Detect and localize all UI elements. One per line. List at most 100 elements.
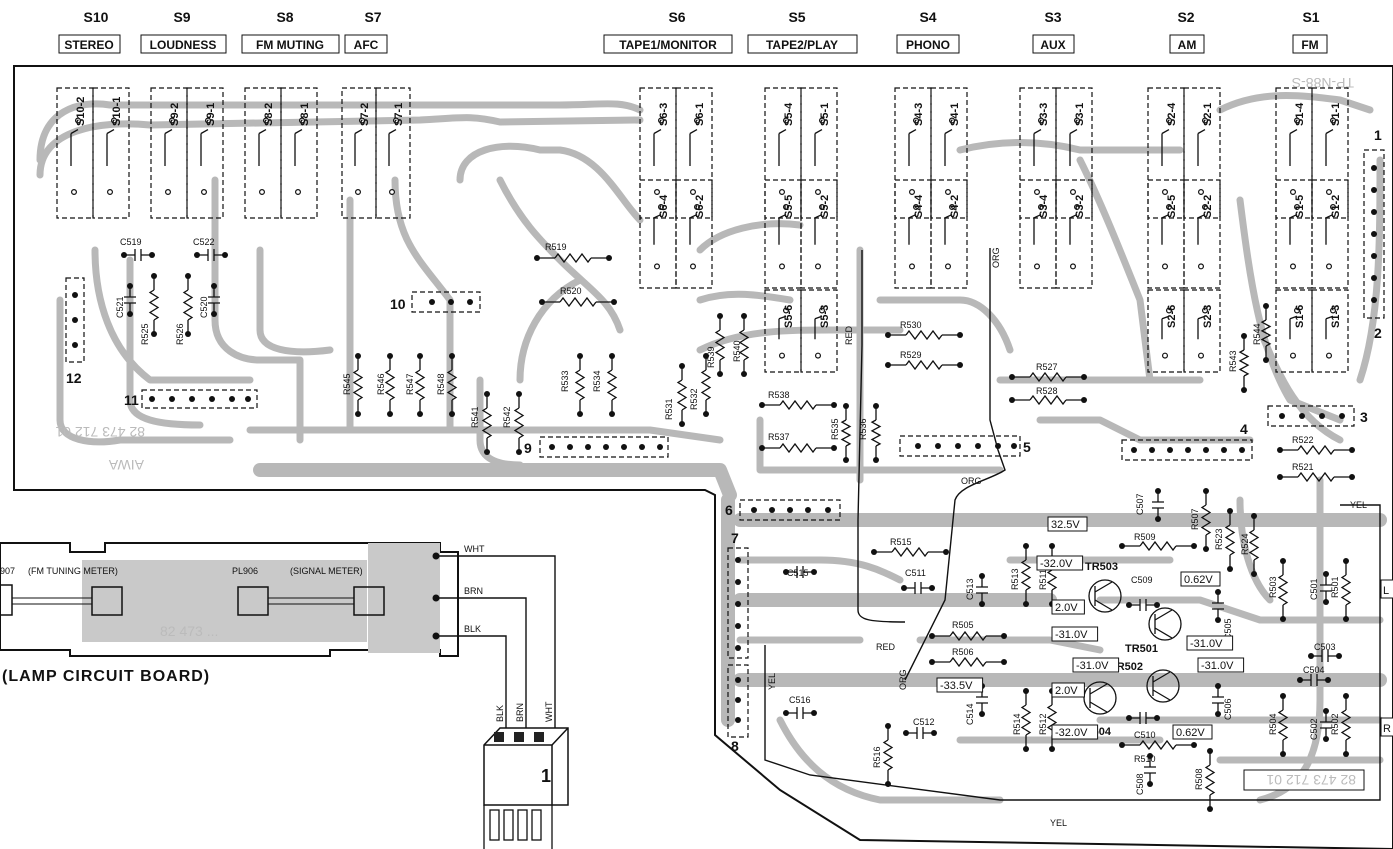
capacitor-labels: C519 C522 C521 C520 C507 C515 C511 C513 … <box>115 237 1336 795</box>
switch-contact-box <box>186 87 224 219</box>
switch-contact-label: S3-1 <box>1074 103 1086 126</box>
resistor-label: R505 <box>952 620 974 630</box>
resistor-label: R527 <box>1036 362 1058 372</box>
connector-5-label: 5 <box>1023 439 1031 455</box>
resistor-label: R529 <box>900 350 922 360</box>
switch-number: S5 <box>788 9 805 25</box>
switch-name: PHONO <box>906 38 950 52</box>
switch-name-box <box>344 34 388 54</box>
connector-11-box <box>141 389 258 409</box>
connector-1-label: 1 <box>1374 127 1382 143</box>
switch-name: AFC <box>354 38 379 52</box>
resistor-label: R503 <box>1268 576 1278 598</box>
lamp-board-caption: (LAMP CIRCUIT BOARD) <box>2 668 210 685</box>
switch-contact-label: S2-4 <box>1166 102 1178 126</box>
switch-contact-label: S1-4 <box>1294 102 1306 126</box>
switch-contact-label: S2-2 <box>1202 195 1214 218</box>
switch-name-box <box>896 34 960 54</box>
resistor-label: R543 <box>1228 350 1238 372</box>
board-stamp: 82 473 712 01 <box>1266 772 1356 788</box>
switch-contact-label: S6-4 <box>658 194 670 218</box>
transistor-label: TR503 <box>1085 561 1118 573</box>
lamp-pl906-label: PL906 <box>232 566 258 576</box>
resistor-label: R545 <box>342 373 352 395</box>
switch-contact-label: S5-6 <box>783 305 795 328</box>
voltage-tag-box <box>1051 599 1085 615</box>
resistor-label: R524 <box>1240 533 1250 555</box>
capacitor-label: C501 <box>1309 578 1319 600</box>
switch-contact-label: S4-4 <box>913 194 925 218</box>
resistor-label: R548 <box>436 373 446 395</box>
lamp-fm-tuning-label: (FM TUNING METER) <box>28 566 118 576</box>
capacitor-label: C511 <box>905 568 926 578</box>
switch-number: S3 <box>1044 9 1061 25</box>
connector-12-box <box>65 277 85 363</box>
plug-number: 1 <box>541 766 551 786</box>
resistor-label: R522 <box>1292 435 1314 445</box>
switch-contact-label: S1-3 <box>1330 305 1342 328</box>
voltage-tag-box <box>1186 635 1234 651</box>
switch-contact-label: S4-1 <box>949 103 961 126</box>
capacitor-label: C521 <box>115 296 125 318</box>
wire-label-org: ORG <box>898 669 908 690</box>
resistor-label: R502 <box>1330 713 1340 735</box>
wire-label-wht: WHT <box>464 544 485 554</box>
component-glyphs <box>121 249 1355 812</box>
switch-contact-box <box>375 87 411 219</box>
switch-name-box <box>1169 34 1205 54</box>
connector-10-box <box>411 291 481 313</box>
switch-header-s9: S9 LOUDNESS <box>140 9 227 54</box>
connector-9-box <box>539 436 669 458</box>
plug-wire-wht: WHT <box>544 701 554 722</box>
switch-number: S4 <box>919 9 936 25</box>
resistor-label: R533 <box>560 370 570 392</box>
resistor-label: R536 <box>858 418 868 440</box>
switch-contact-label: S9-1 <box>205 103 217 126</box>
switch-number: S2 <box>1177 9 1194 25</box>
resistor-label: R535 <box>830 418 840 440</box>
voltage-tag-box <box>1180 571 1221 587</box>
switch-contact-label: S8-2 <box>263 103 275 126</box>
switch-contact-label: S1-5 <box>1294 195 1306 218</box>
switch-header-s2: S2 AM <box>1169 9 1205 54</box>
connector-8-label: 8 <box>731 738 739 754</box>
lamp-circuit-board: 907 (FM TUNING METER) PL906 (SIGNAL METE… <box>0 542 459 685</box>
edge-label-r: R <box>1383 723 1391 735</box>
resistor-label: R506 <box>952 647 974 657</box>
voltage-tag: 0.62V <box>1176 727 1205 739</box>
switch-name-box <box>241 34 340 54</box>
resistor-label: R521 <box>1292 462 1314 472</box>
switch-name: FM <box>1301 38 1318 52</box>
switch-contact-label: S1-1 <box>1330 103 1342 126</box>
switch-contact-box <box>1311 87 1349 219</box>
switch-number: S7 <box>364 9 381 25</box>
resistor-label: R520 <box>560 286 582 296</box>
switch-contact-label: S5-1 <box>819 103 831 126</box>
resistor-label: R525 <box>140 323 150 345</box>
voltage-tag: 2.0V <box>1055 685 1078 697</box>
wire-label-brn: BRN <box>464 586 483 596</box>
wire-label-yel: YEL <box>1350 500 1367 510</box>
connector-3-box <box>1267 405 1355 427</box>
voltage-tag: 2.0V <box>1055 602 1078 614</box>
switch-contact-label: S1-2 <box>1330 195 1342 218</box>
resistor-label: R542 <box>502 406 512 428</box>
switch-contact-box <box>930 179 968 289</box>
switch-contact-label: S6-1 <box>694 103 706 126</box>
switch-name: STEREO <box>64 38 113 52</box>
switch-contact-box <box>930 87 968 219</box>
transistor-tr501: TR501 <box>1125 607 1182 655</box>
lamp-part-number: 82 473 ... <box>160 623 218 639</box>
voltage-tag: -33.5V <box>940 680 973 692</box>
lamp-left-label: 907 <box>0 566 15 576</box>
wire-label-org: ORG <box>991 247 1001 268</box>
voltage-tag-box <box>1047 516 1088 532</box>
switch-header-s5: S5 TAPE2/PLAY <box>747 9 858 54</box>
